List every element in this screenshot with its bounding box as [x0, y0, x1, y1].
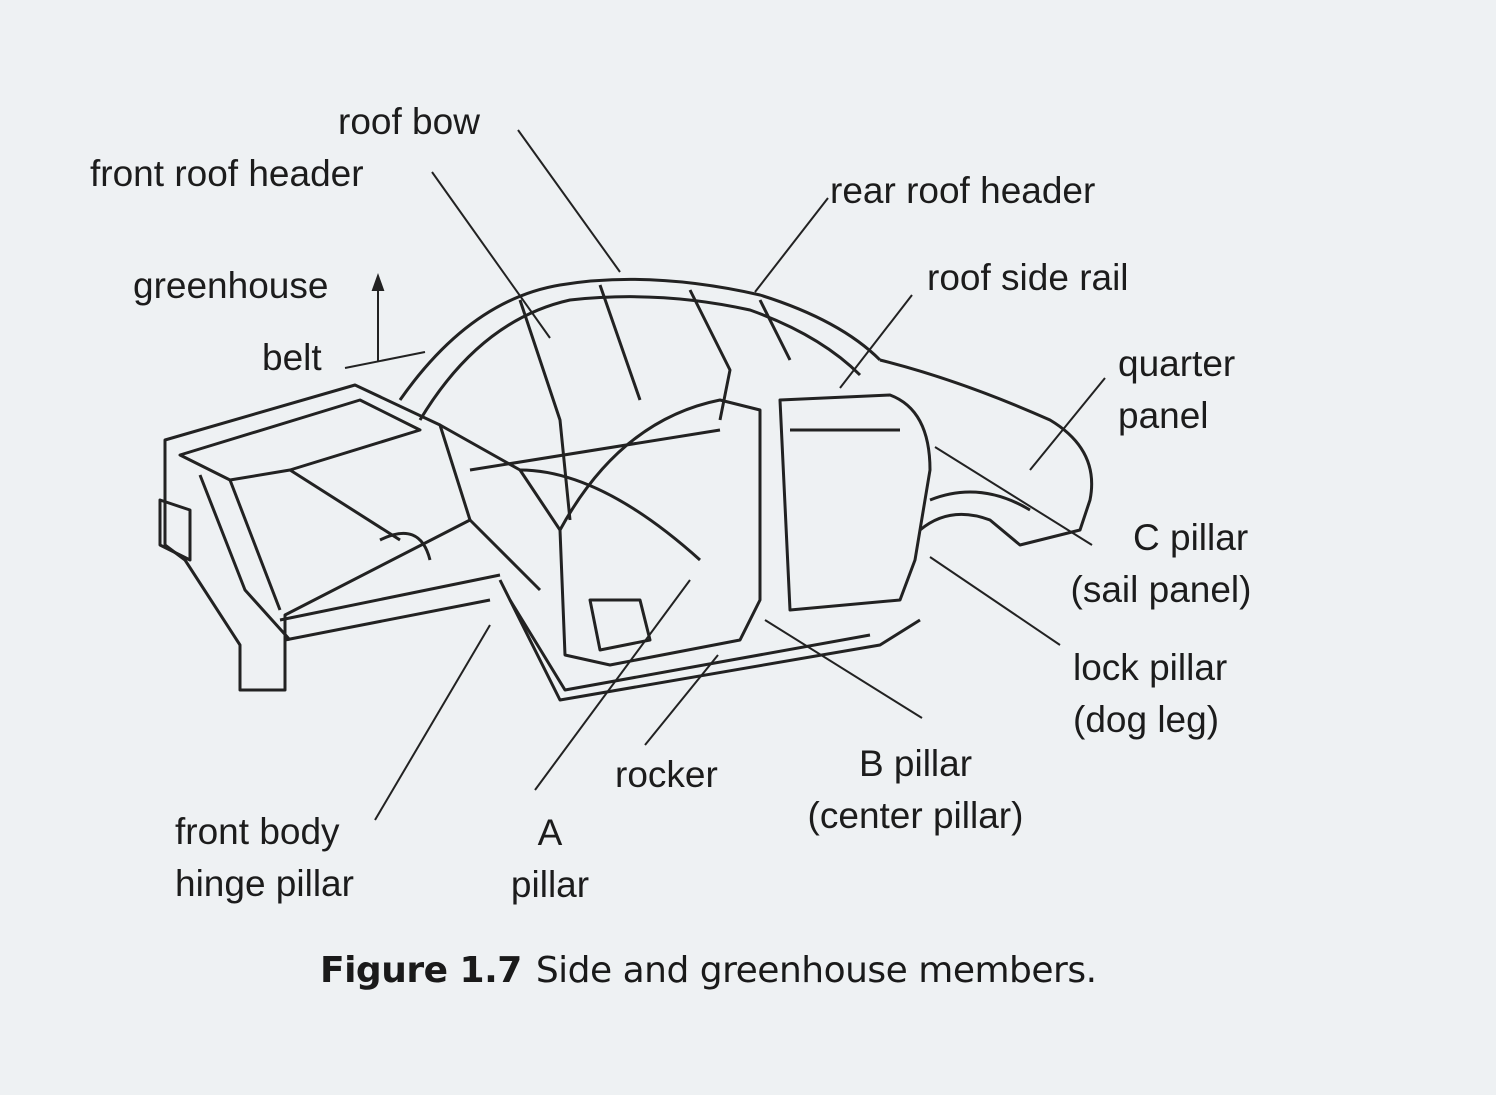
- label-lock-pillar: lock pillar (dog leg): [1073, 642, 1227, 746]
- label-c-pillar: C pillar (sail panel): [1055, 512, 1267, 616]
- car-body-shell: [158, 277, 1094, 702]
- label-line: (sail panel): [1070, 569, 1252, 610]
- label-line: quarter: [1118, 343, 1236, 384]
- label-belt: belt: [262, 337, 322, 378]
- label-greenhouse: greenhouse: [133, 265, 329, 306]
- label-a-pillar: A pillar: [490, 807, 610, 911]
- label-line: B pillar: [858, 743, 973, 784]
- arrow-head-icon: [371, 273, 385, 291]
- leader-lines: [344, 129, 1106, 821]
- label-line: A: [537, 812, 563, 853]
- label-b-pillar: B pillar (center pillar): [788, 738, 1043, 842]
- label-front-roof-header: front roof header: [90, 153, 364, 194]
- figure-caption: Figure 1.7 Side and greenhouse members.: [320, 950, 1097, 991]
- label-roof-side-rail: roof side rail: [927, 257, 1129, 298]
- figure-number: Figure 1.7: [320, 950, 522, 991]
- label-line: (dog leg): [1073, 699, 1220, 740]
- label-line: lock pillar: [1073, 647, 1228, 688]
- label-line: (center pillar): [807, 795, 1024, 836]
- figure-caption-text: Side and greenhouse members.: [535, 950, 1097, 991]
- label-front-body-hinge-pillar: front body hinge pillar: [175, 806, 354, 910]
- label-rocker: rocker: [615, 754, 718, 795]
- label-roof-bow: roof bow: [338, 101, 480, 142]
- label-line: panel: [1118, 395, 1209, 436]
- label-rear-roof-header: rear roof header: [830, 170, 1096, 211]
- label-line: pillar: [510, 864, 590, 905]
- label-line: C pillar: [1133, 517, 1249, 558]
- label-line: hinge pillar: [175, 863, 354, 904]
- label-line: front body: [175, 811, 340, 852]
- label-quarter-panel: quarter panel: [1118, 338, 1235, 442]
